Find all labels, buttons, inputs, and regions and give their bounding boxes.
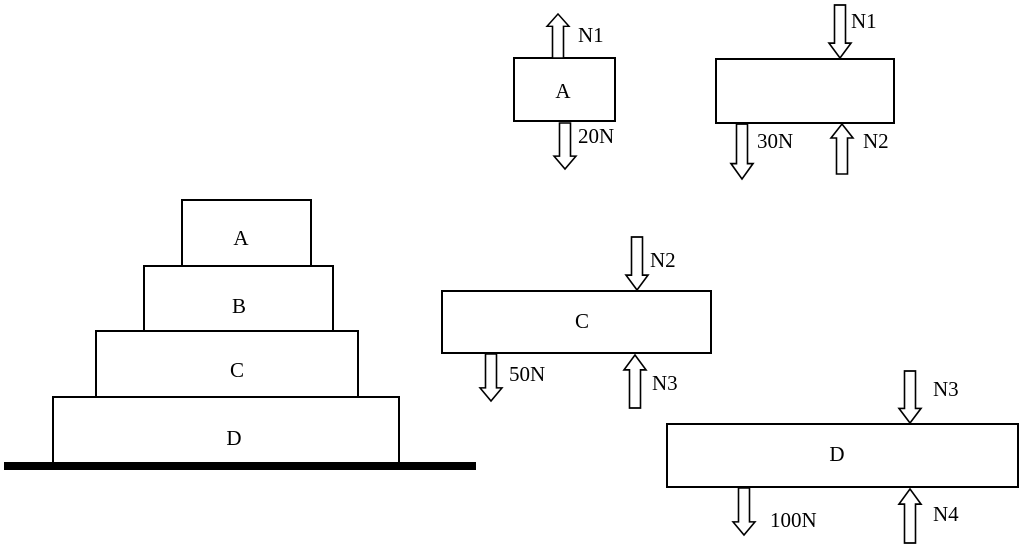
fbd-a-force-down: 20N bbox=[578, 124, 614, 148]
fbd-a-arrow-up bbox=[546, 13, 570, 59]
fbd-c-arrow-top bbox=[625, 236, 649, 291]
fbd-c-arrow-weight bbox=[479, 353, 503, 402]
fbd-b-arrow-bottom bbox=[830, 123, 854, 175]
fbd-a-force-up: N1 bbox=[578, 23, 604, 47]
stack-label-b: B bbox=[232, 294, 246, 318]
fbd-d-arrow-weight bbox=[732, 487, 756, 536]
fbd-b-force-weight: 30N bbox=[757, 129, 793, 153]
fbd-c-force-bottom: N3 bbox=[652, 371, 678, 395]
fbd-c-label: C bbox=[575, 309, 589, 333]
fbd-b-arrow-weight bbox=[730, 123, 754, 180]
fbd-b-force-bottom: N2 bbox=[863, 129, 889, 153]
fbd-a-box bbox=[513, 57, 616, 122]
stack-label-a: A bbox=[233, 226, 249, 250]
fbd-c-force-top: N2 bbox=[650, 248, 676, 272]
fbd-d-force-top: N3 bbox=[933, 377, 959, 401]
stack-block-a bbox=[181, 199, 312, 267]
fbd-d-arrow-bottom bbox=[898, 488, 922, 544]
fbd-c-box bbox=[441, 290, 712, 354]
fbd-c-arrow-bottom bbox=[623, 354, 647, 409]
fbd-b-force-top: N1 bbox=[851, 9, 877, 33]
stack-block-c bbox=[95, 330, 359, 398]
stack-label-c: C bbox=[230, 358, 244, 382]
fbd-block-c: C N2 50N N3 bbox=[441, 236, 712, 409]
stack-label-d: D bbox=[226, 426, 241, 450]
ground-surface bbox=[4, 462, 476, 470]
block-stack: A B C D bbox=[4, 199, 476, 470]
fbd-block-b: N1 30N N2 bbox=[715, 4, 895, 180]
fbd-d-arrow-top bbox=[898, 370, 922, 424]
fbd-d-force-bottom: N4 bbox=[933, 502, 959, 526]
fbd-a-label: A bbox=[555, 79, 571, 103]
stack-block-d bbox=[52, 396, 400, 464]
fbd-c-force-weight: 50N bbox=[509, 362, 545, 386]
fbd-b-arrow-top bbox=[828, 4, 852, 59]
fbd-b-box bbox=[715, 58, 895, 124]
fbd-block-d: D N3 100N N4 bbox=[666, 370, 1019, 544]
fbd-d-label: D bbox=[829, 442, 844, 466]
fbd-d-box bbox=[666, 423, 1019, 488]
fbd-d-force-weight: 100N bbox=[770, 508, 817, 532]
fbd-block-a: A N1 20N bbox=[513, 13, 616, 170]
stack-block-b bbox=[143, 265, 334, 332]
fbd-a-arrow-down bbox=[553, 122, 577, 170]
